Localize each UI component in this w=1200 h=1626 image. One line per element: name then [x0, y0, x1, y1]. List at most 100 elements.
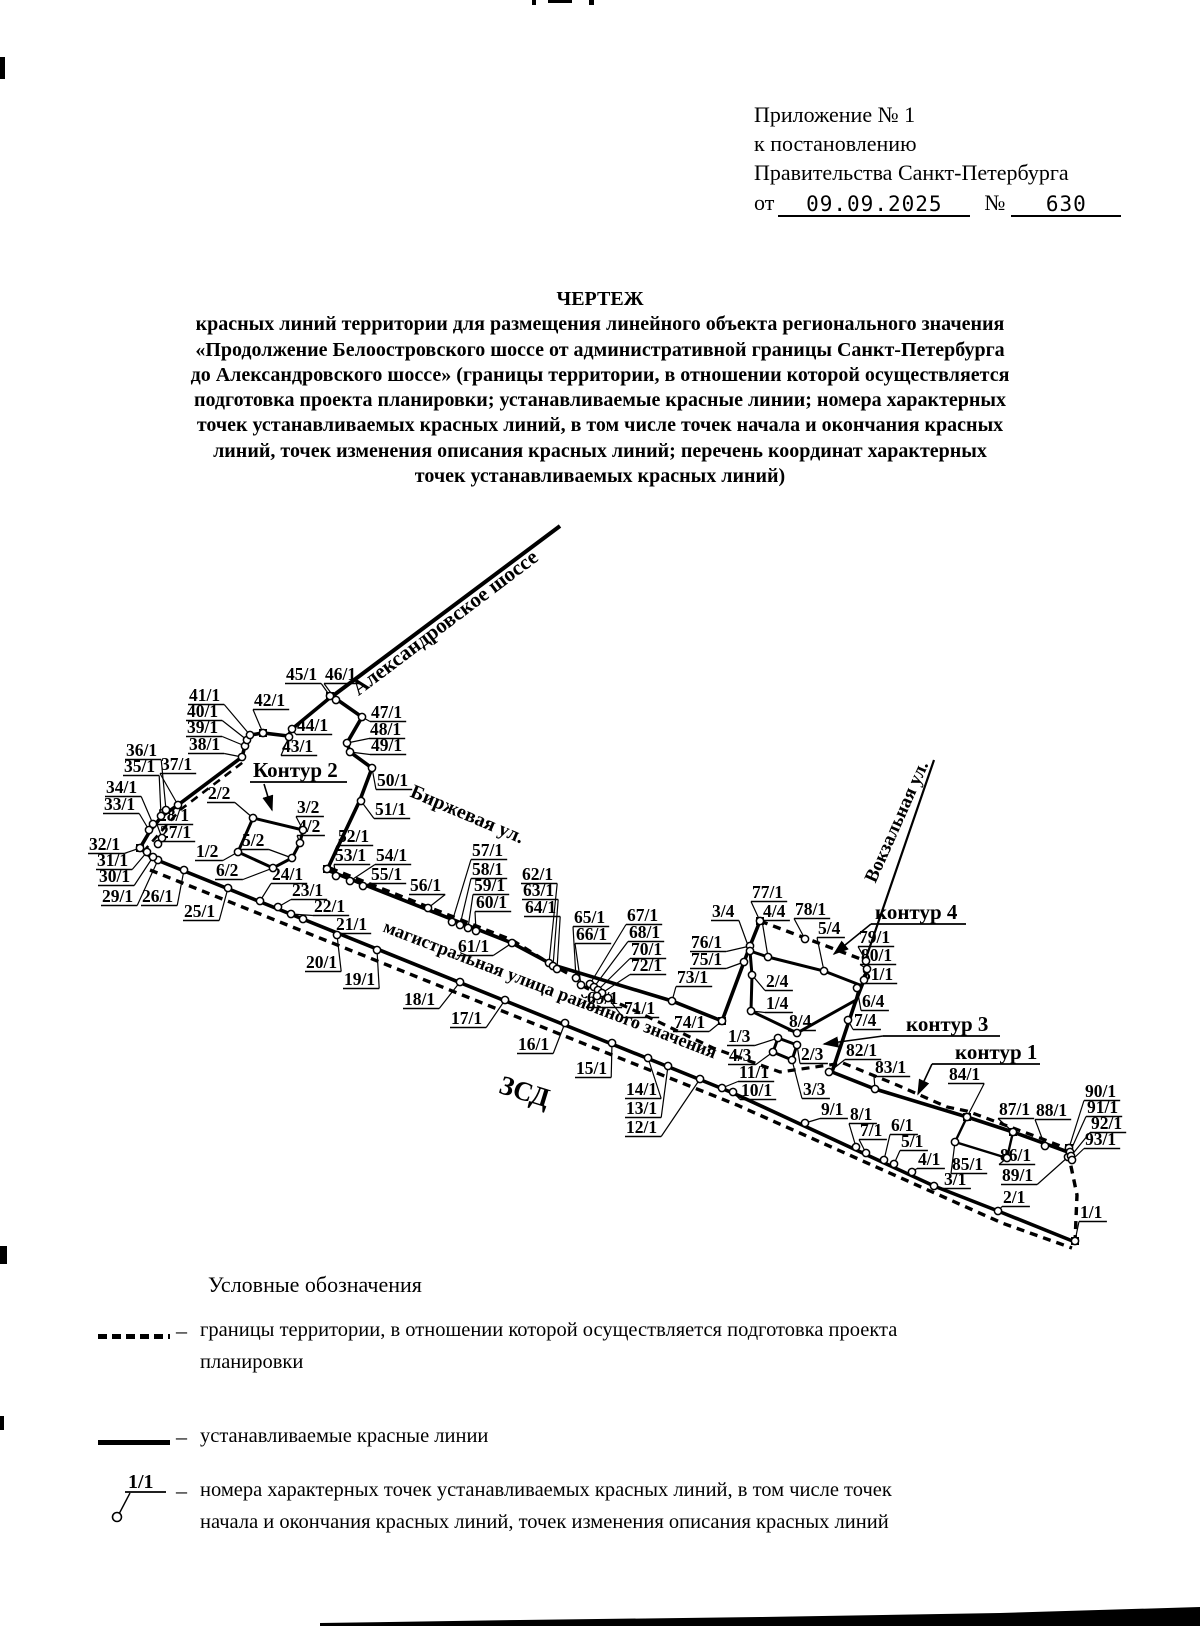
- leader-line: [761, 920, 769, 958]
- title-line: подготовка проекта планировки; устанавли…: [193, 389, 1007, 412]
- point-marker: [843, 1015, 853, 1025]
- point-marker: [819, 966, 829, 976]
- point-marker: [859, 975, 869, 985]
- leader-line: [140, 796, 154, 825]
- contour-label-arrow: [832, 923, 872, 956]
- point-marker: [552, 964, 562, 974]
- point-label: 65/1: [574, 907, 605, 927]
- point-label: 84/1: [949, 1064, 980, 1084]
- point-label: 19/1: [344, 969, 375, 989]
- leader-line: [548, 883, 558, 964]
- point-label: 53/1: [335, 845, 366, 865]
- leader-line: [218, 887, 229, 921]
- point-marker: [870, 1084, 880, 1094]
- point-marker: [223, 883, 233, 893]
- point-label: 18/1: [404, 989, 435, 1009]
- point-marker: [345, 747, 355, 757]
- point-label: 14/1: [626, 1079, 657, 1099]
- leader-line: [176, 869, 185, 906]
- date-field: 09.09.2025: [778, 189, 971, 217]
- leader-line: [133, 856, 154, 886]
- point-label: 3/3: [803, 1079, 826, 1099]
- title-heading: ЧЕРТЕЖ: [556, 288, 644, 310]
- point-marker: [1070, 1236, 1080, 1246]
- point-marker: [643, 1053, 653, 1063]
- header-line-resolution: к постановлению: [754, 131, 917, 156]
- leader-line: [376, 949, 380, 989]
- boundary-east: [1066, 1151, 1079, 1243]
- date-value: 09.09.2025: [806, 192, 943, 216]
- leader-line: [1068, 1100, 1085, 1149]
- point-label: 87/1: [999, 1099, 1030, 1119]
- street-line-vokzalnaya: [864, 759, 936, 959]
- title-line: точек устанавливаемых красных линий, в т…: [196, 414, 1004, 437]
- point-marker: [144, 825, 154, 835]
- leader-line: [451, 859, 472, 923]
- point-marker: [455, 977, 465, 987]
- point-label: 2/1: [1003, 1187, 1025, 1207]
- point-marker: [325, 691, 335, 701]
- boundary-north: [329, 866, 1069, 1151]
- point-label: 4/4: [763, 901, 786, 921]
- scan-artifact: [532, 0, 536, 5]
- legend-dash: –: [176, 1424, 187, 1449]
- point-label: 51/1: [375, 799, 406, 819]
- point-marker: [667, 996, 677, 1006]
- point-label: 64/1: [525, 897, 556, 917]
- point-label: 60/1: [476, 892, 507, 912]
- point-marker: [1008, 1127, 1018, 1137]
- point-marker: [787, 1055, 797, 1065]
- leader-line: [593, 941, 629, 988]
- leader-line: [552, 899, 559, 967]
- title-line: «Продолжение Белоостровского шоссе от ад…: [195, 338, 1005, 361]
- point-label: 82/1: [846, 1040, 877, 1060]
- point-label: 76/1: [691, 932, 722, 952]
- scan-artifact: [589, 0, 594, 5]
- contour-label: контур 1: [955, 1040, 1037, 1064]
- point-marker: [342, 738, 352, 748]
- leader-line: [647, 1057, 662, 1099]
- point-marker: [273, 902, 283, 912]
- point-marker: [861, 956, 871, 966]
- point-label: 47/1: [371, 702, 402, 722]
- point-label: 6/4: [862, 991, 885, 1011]
- point-label: 15/1: [576, 1058, 607, 1078]
- leader-line: [572, 926, 577, 979]
- leader-line: [816, 937, 825, 972]
- leader-line: [1036, 1156, 1069, 1185]
- point-marker: [258, 728, 268, 738]
- point-label: 1/4: [766, 993, 789, 1013]
- point-marker: [773, 1033, 783, 1043]
- leader-line: [485, 999, 506, 1028]
- leader-line: [336, 934, 342, 972]
- point-marker: [237, 752, 247, 762]
- point-label: 25/1: [184, 901, 215, 921]
- leader-line: [1034, 1119, 1046, 1147]
- point-marker: [950, 1137, 960, 1147]
- point-marker: [755, 916, 765, 926]
- point-label: 2/3: [801, 1044, 824, 1064]
- point-marker: [792, 1040, 802, 1050]
- point-label: 39/1: [187, 717, 218, 737]
- legend-dash: –: [176, 1318, 187, 1343]
- boundary-west: [142, 758, 247, 853]
- point-marker: [156, 811, 166, 821]
- scan-artifact: [0, 1416, 4, 1430]
- point-label: 22/1: [314, 896, 345, 916]
- point-marker: [358, 881, 368, 891]
- point-marker: [962, 1112, 972, 1122]
- title-line: линий, точек изменения описания красных …: [213, 439, 987, 462]
- point-label: 90/1: [1085, 1081, 1116, 1101]
- point-marker: [295, 838, 305, 848]
- point-label: 62/1: [522, 864, 553, 884]
- point-label: 59/1: [474, 875, 505, 895]
- point-marker: [507, 938, 517, 948]
- point-marker: [298, 825, 308, 835]
- point-marker: [717, 1016, 727, 1026]
- contour-label-arrow: [262, 783, 274, 812]
- leader-line: [159, 773, 179, 806]
- point-marker: [248, 813, 258, 823]
- point-label: 92/1: [1091, 1113, 1122, 1133]
- point-label: 70/1: [631, 939, 662, 959]
- point-label: 31/1: [97, 850, 128, 870]
